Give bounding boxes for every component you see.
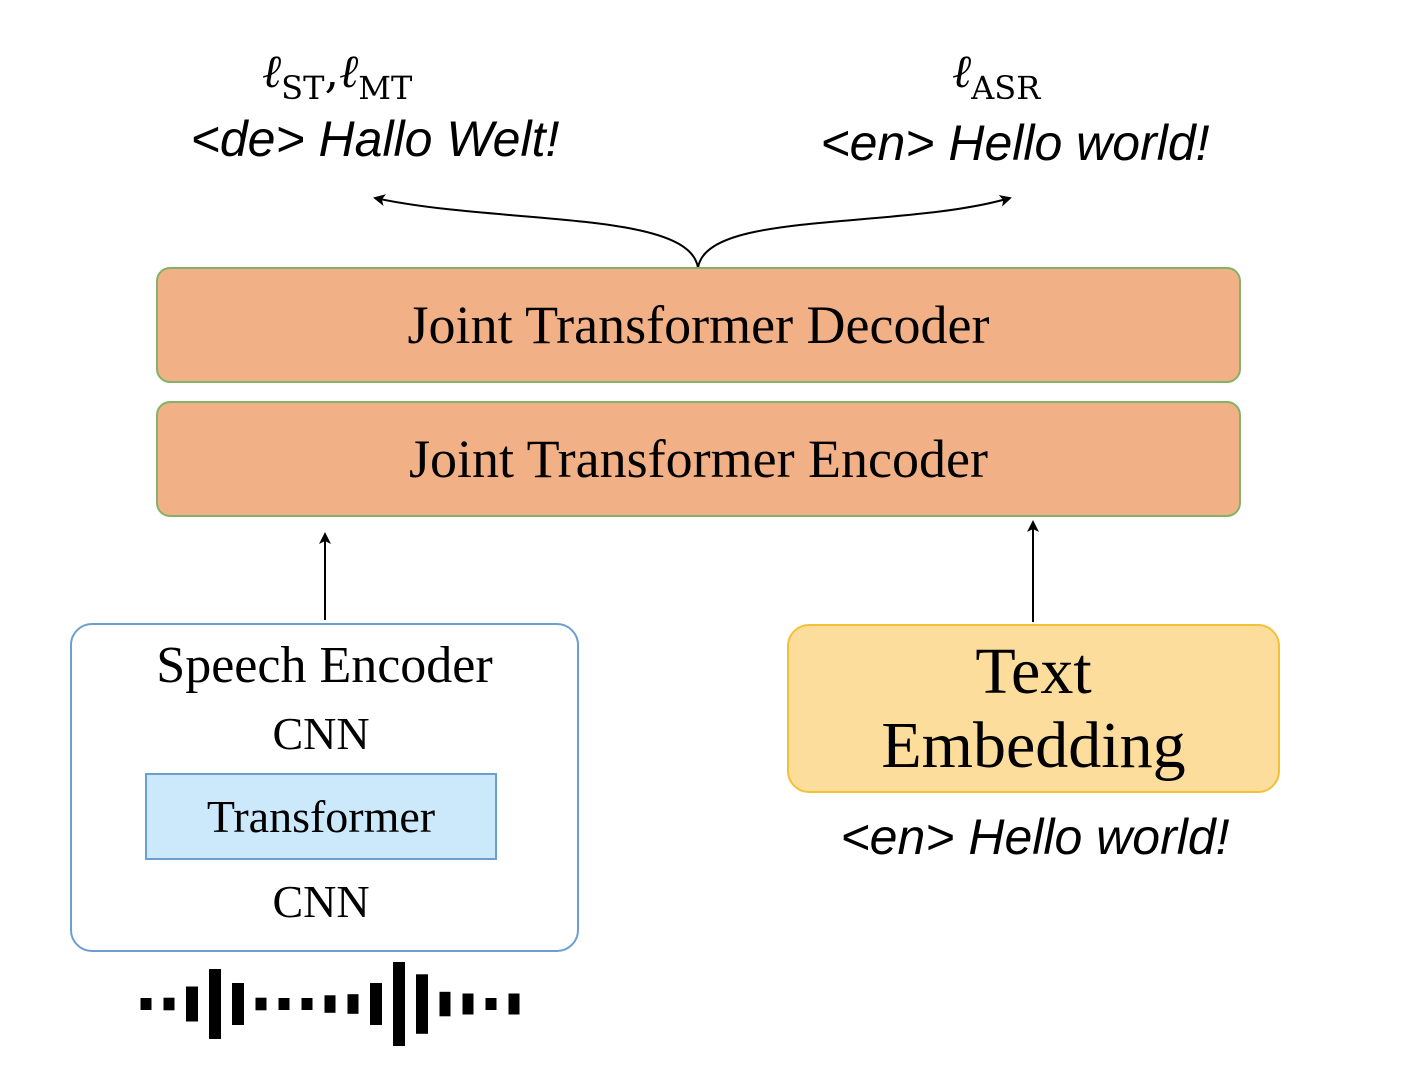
waveform-bar bbox=[209, 969, 221, 1039]
speech-cnn-bottom-label: CNN bbox=[272, 876, 370, 927]
waveform-bar bbox=[232, 983, 244, 1025]
decoder-label: Joint Transformer Decoder bbox=[407, 295, 990, 355]
waveform-bar bbox=[255, 997, 267, 1011]
waveform-bar bbox=[140, 998, 152, 1010]
waveform-bar bbox=[324, 995, 336, 1013]
waveform-bar bbox=[485, 998, 497, 1010]
waveform-bar bbox=[393, 962, 405, 1046]
left-output-target: <de> Hallo Welt! bbox=[190, 111, 560, 167]
waveform-bar bbox=[508, 993, 520, 1015]
waveform-bar bbox=[301, 998, 313, 1010]
right-loss-label: ℓASR bbox=[952, 44, 1041, 107]
waveform-bar bbox=[416, 974, 428, 1034]
right-output-target: <en> Hello world! bbox=[820, 115, 1210, 171]
text-embedding-input: <en> Hello world! bbox=[840, 809, 1230, 865]
text-embedding: Text Embedding bbox=[787, 624, 1280, 793]
waveform-bar bbox=[462, 993, 474, 1015]
waveform-bar bbox=[163, 997, 175, 1011]
waveform-icon bbox=[140, 962, 520, 1046]
waveform-bar bbox=[186, 986, 198, 1022]
speech-encoder-title: Speech Encoder bbox=[156, 637, 493, 694]
speech-transformer-label: Transformer bbox=[206, 790, 436, 842]
joint-transformer-decoder: Joint Transformer Decoder bbox=[156, 267, 1241, 383]
waveform-bar bbox=[439, 991, 451, 1017]
encoder-label: Joint Transformer Encoder bbox=[409, 429, 988, 489]
joint-transformer-encoder: Joint Transformer Encoder bbox=[156, 401, 1241, 517]
decoder-to-left-output-arrow bbox=[373, 194, 699, 269]
text-embedding-line1: Text bbox=[975, 634, 1092, 708]
speech-transformer-layer bbox=[145, 773, 497, 860]
waveform-bar bbox=[347, 994, 359, 1014]
text-embedding-line2: Embedding bbox=[881, 708, 1186, 782]
speech-cnn-top-label: CNN bbox=[272, 708, 370, 759]
decoder-to-right-output-arrow bbox=[697, 195, 1012, 269]
waveform-bar bbox=[370, 983, 382, 1025]
left-loss-label: ℓST,ℓMT bbox=[262, 44, 413, 107]
waveform-bar bbox=[278, 998, 290, 1010]
